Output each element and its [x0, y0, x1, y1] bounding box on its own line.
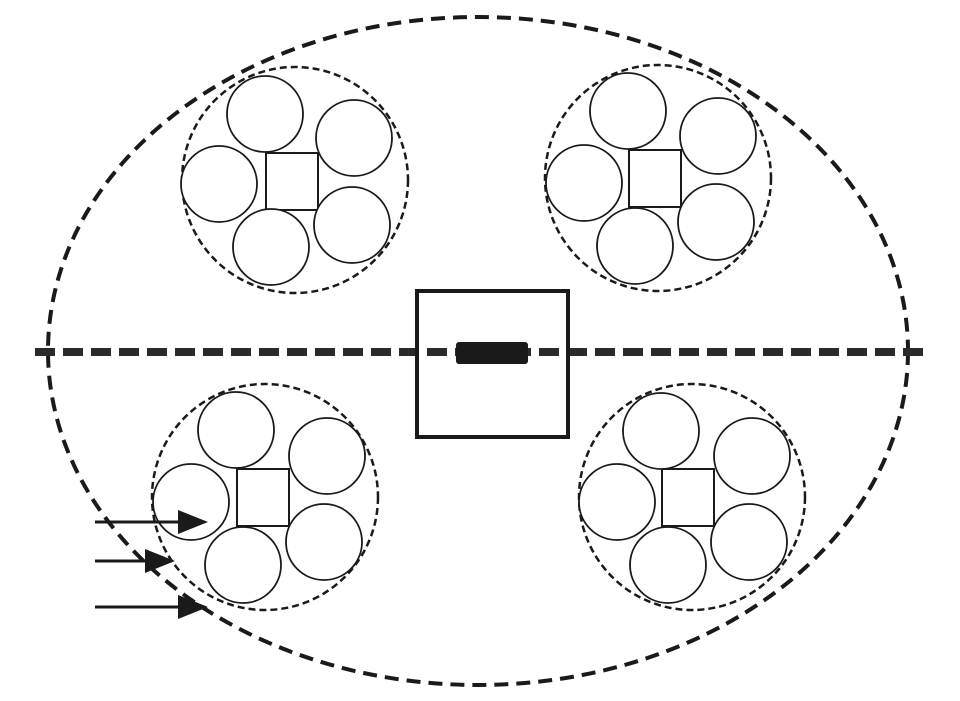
cluster-unit-circle — [232, 208, 310, 286]
cluster-unit-circle — [545, 144, 623, 222]
cluster-unit-circle — [180, 145, 258, 223]
cluster-center-square — [661, 468, 715, 527]
cluster-unit-circle — [288, 417, 366, 495]
cluster-unit-circle — [589, 72, 667, 150]
cluster-bottom-right — [577, 382, 807, 612]
cluster-unit-circle — [197, 391, 275, 469]
cluster-unit-circle — [710, 503, 788, 581]
cluster-unit-circle — [679, 97, 757, 175]
cluster-unit-circle — [285, 503, 363, 581]
cluster-center-square — [628, 149, 682, 208]
cluster-center-square — [265, 152, 319, 211]
cluster-unit-circle — [204, 526, 282, 604]
cluster-top-left — [180, 65, 410, 295]
central-bar — [456, 342, 528, 364]
cluster-unit-circle — [677, 183, 755, 261]
cluster-unit-circle — [596, 207, 674, 285]
cluster-unit-circle — [629, 526, 707, 604]
cluster-bottom-left — [150, 382, 380, 612]
cluster-unit-circle — [622, 392, 700, 470]
cluster-unit-circle — [226, 75, 304, 153]
cluster-center-square — [236, 468, 290, 527]
cluster-boundary-circle — [150, 382, 380, 612]
cluster-unit-circle — [313, 186, 391, 264]
cluster-unit-circle — [152, 463, 230, 541]
cluster-unit-circle — [578, 463, 656, 541]
cluster-unit-circle — [315, 99, 393, 177]
cluster-top-right — [543, 63, 773, 293]
central-square — [415, 289, 570, 439]
cluster-boundary-circle — [543, 63, 773, 293]
cluster-unit-circle — [713, 417, 791, 495]
